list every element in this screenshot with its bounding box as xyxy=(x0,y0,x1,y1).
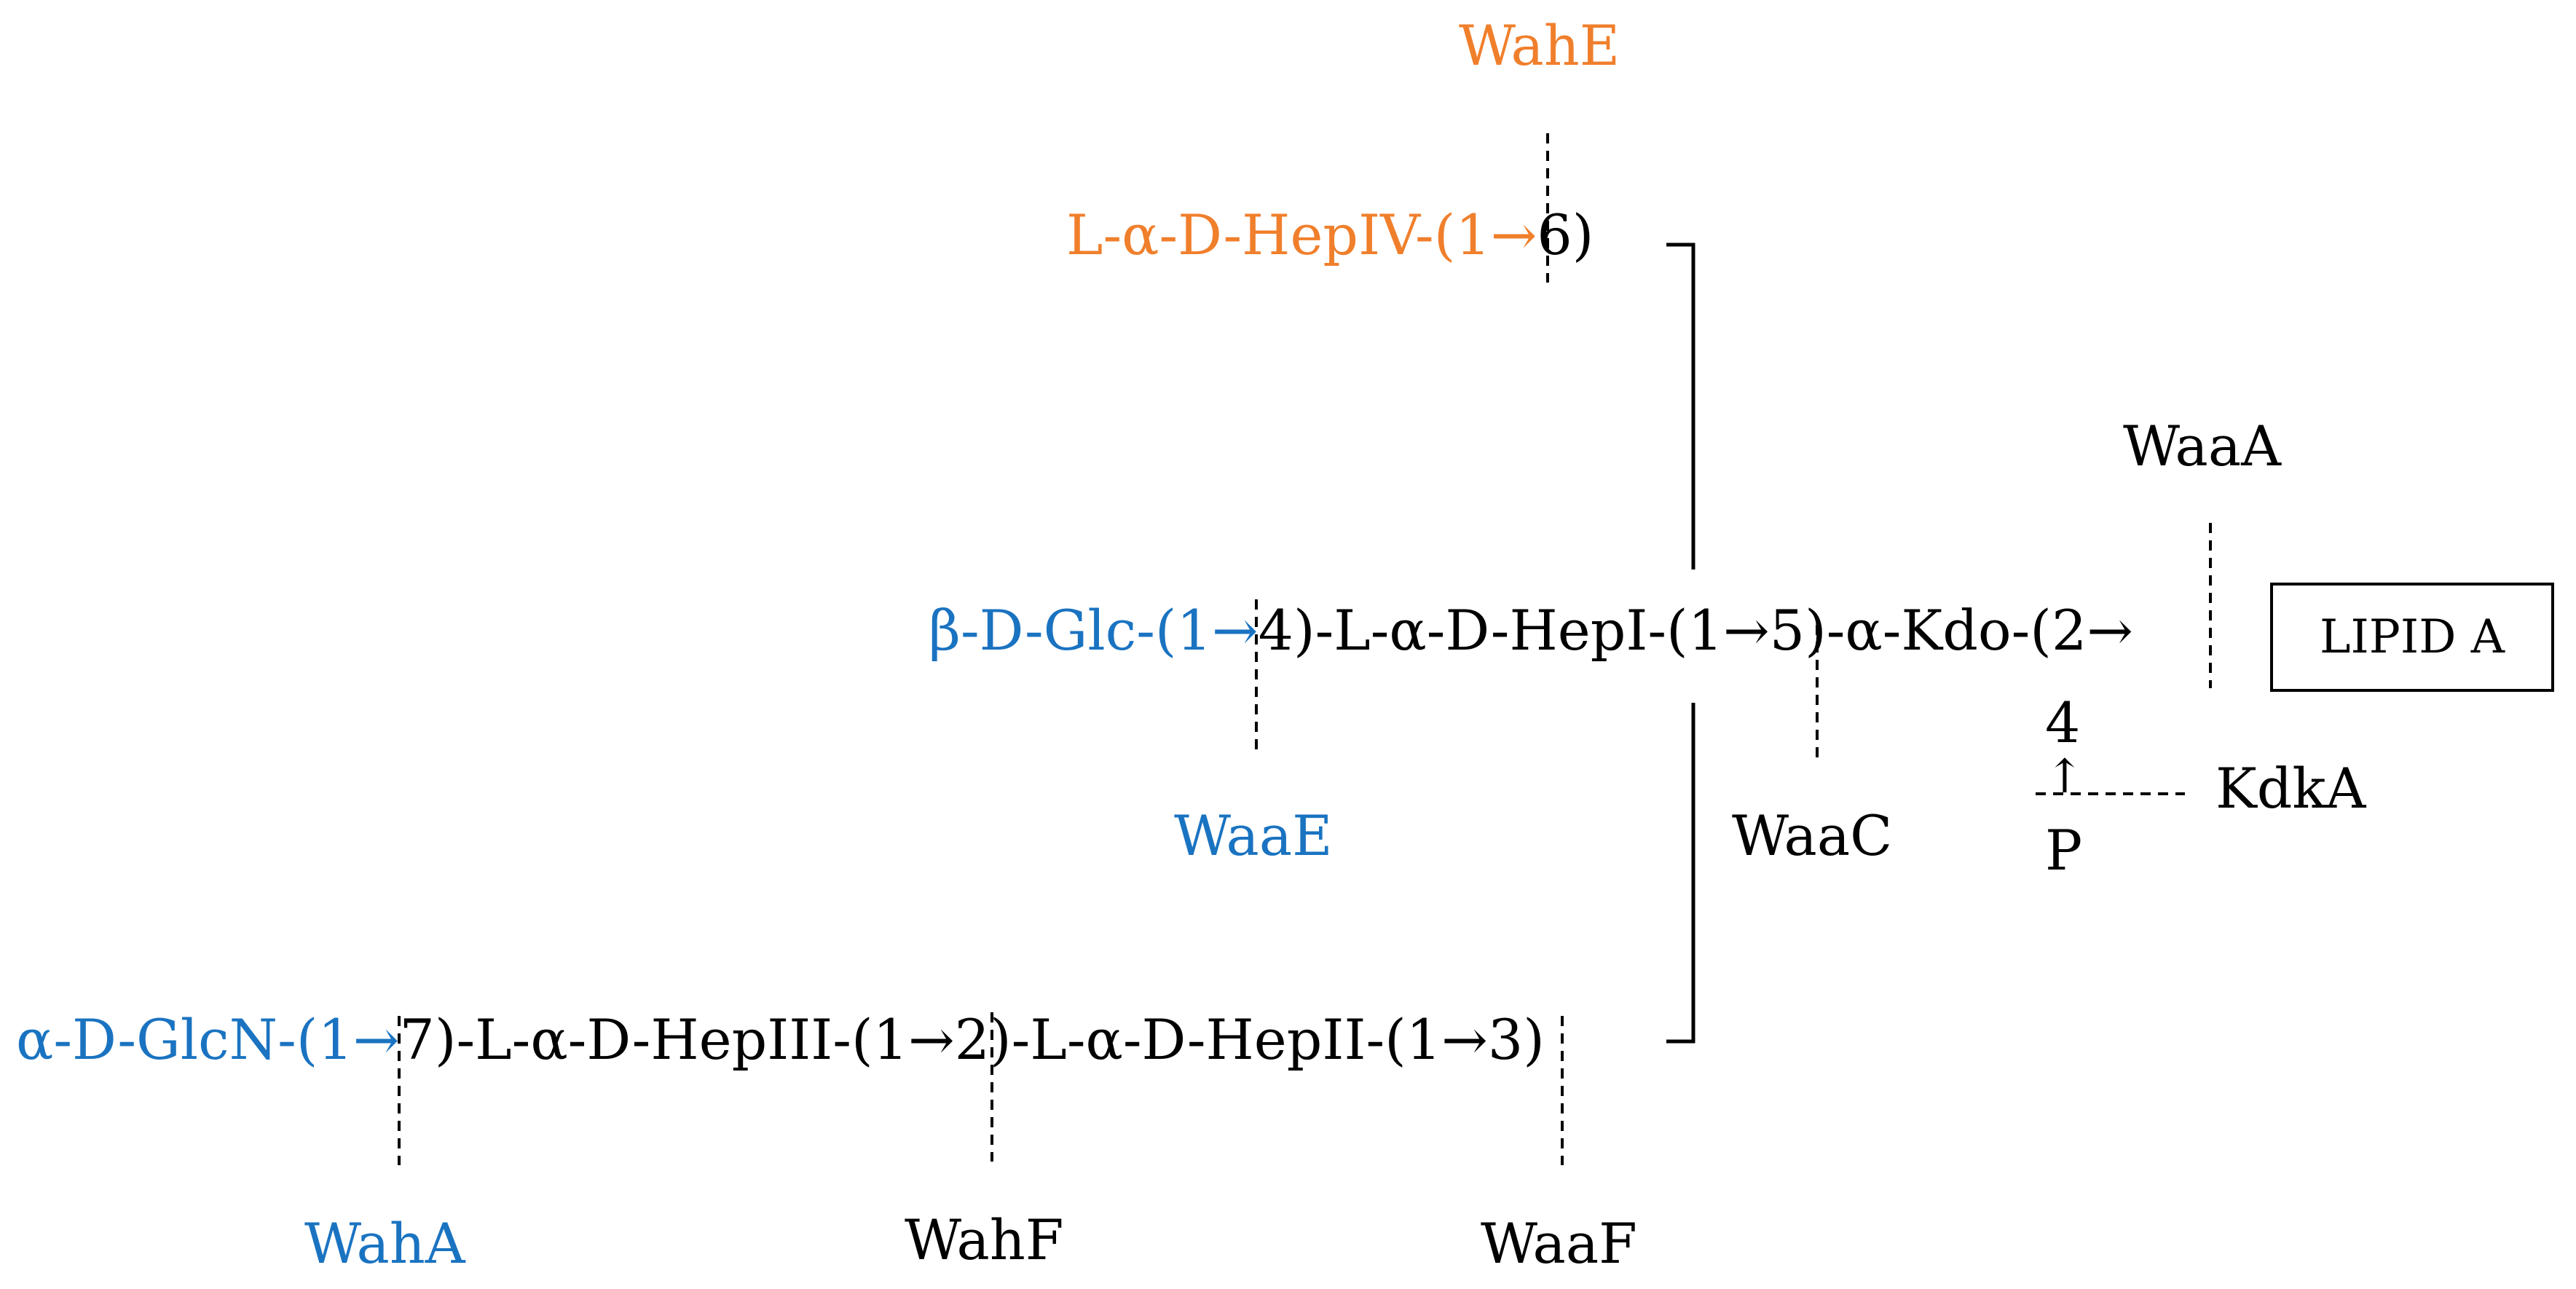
hepIV-chain: L-α-D-HepIV-(1→6) xyxy=(1066,208,1594,263)
enzyme-waaf: WaaF xyxy=(1481,1211,1637,1276)
enzyme-waaa: WaaA xyxy=(2123,414,2282,478)
hepII-branch-bracket xyxy=(1666,703,1695,1044)
enzyme-kdka: KdkA xyxy=(2215,756,2366,821)
hepIV-linkage-position: 6) xyxy=(1537,202,1594,267)
phosphate-up-arrow-icon: ↑ xyxy=(2045,750,2084,804)
hepIII-hepII-segment: 7)-L-α-D-HepIII-(1→2)-L-α-D-HepII-(1→3) xyxy=(399,1007,1545,1072)
hepIV-residue: L-α-D-HepIV-(1→ xyxy=(1066,202,1537,267)
enzyme-wahe: WahE xyxy=(1459,13,1620,78)
enzyme-waha: WahA xyxy=(304,1211,465,1276)
lipid-a-box: LIPID A xyxy=(2270,583,2554,692)
bottom-chain: α-D-GlcN-(1→7)-L-α-D-HepIII-(1→2)-L-α-D-… xyxy=(16,1012,1545,1068)
lipid-a-label: LIPID A xyxy=(2320,610,2505,664)
enzyme-waae: WaaE xyxy=(1174,803,1333,868)
kdo-position-4: 4 xyxy=(2045,690,2081,755)
glcn-residue: α-D-GlcN-(1→ xyxy=(16,1007,400,1072)
enzyme-wahf: WahF xyxy=(905,1207,1064,1272)
glc-residue: β-D-Glc-(1→ xyxy=(929,598,1259,663)
main-chain: β-D-Glc-(1→4)-L-α-D-HepI-(1→5)-α-Kdo-(2→ xyxy=(929,603,2133,658)
hepI-kdo-segment: 4)-L-α-D-HepI-(1→5)-α-Kdo-(2→ xyxy=(1258,598,2133,663)
phosphate-group: P xyxy=(2045,818,2083,883)
hepIV-branch-bracket xyxy=(1666,243,1695,569)
enzyme-waac: WaaC xyxy=(1732,803,1893,868)
